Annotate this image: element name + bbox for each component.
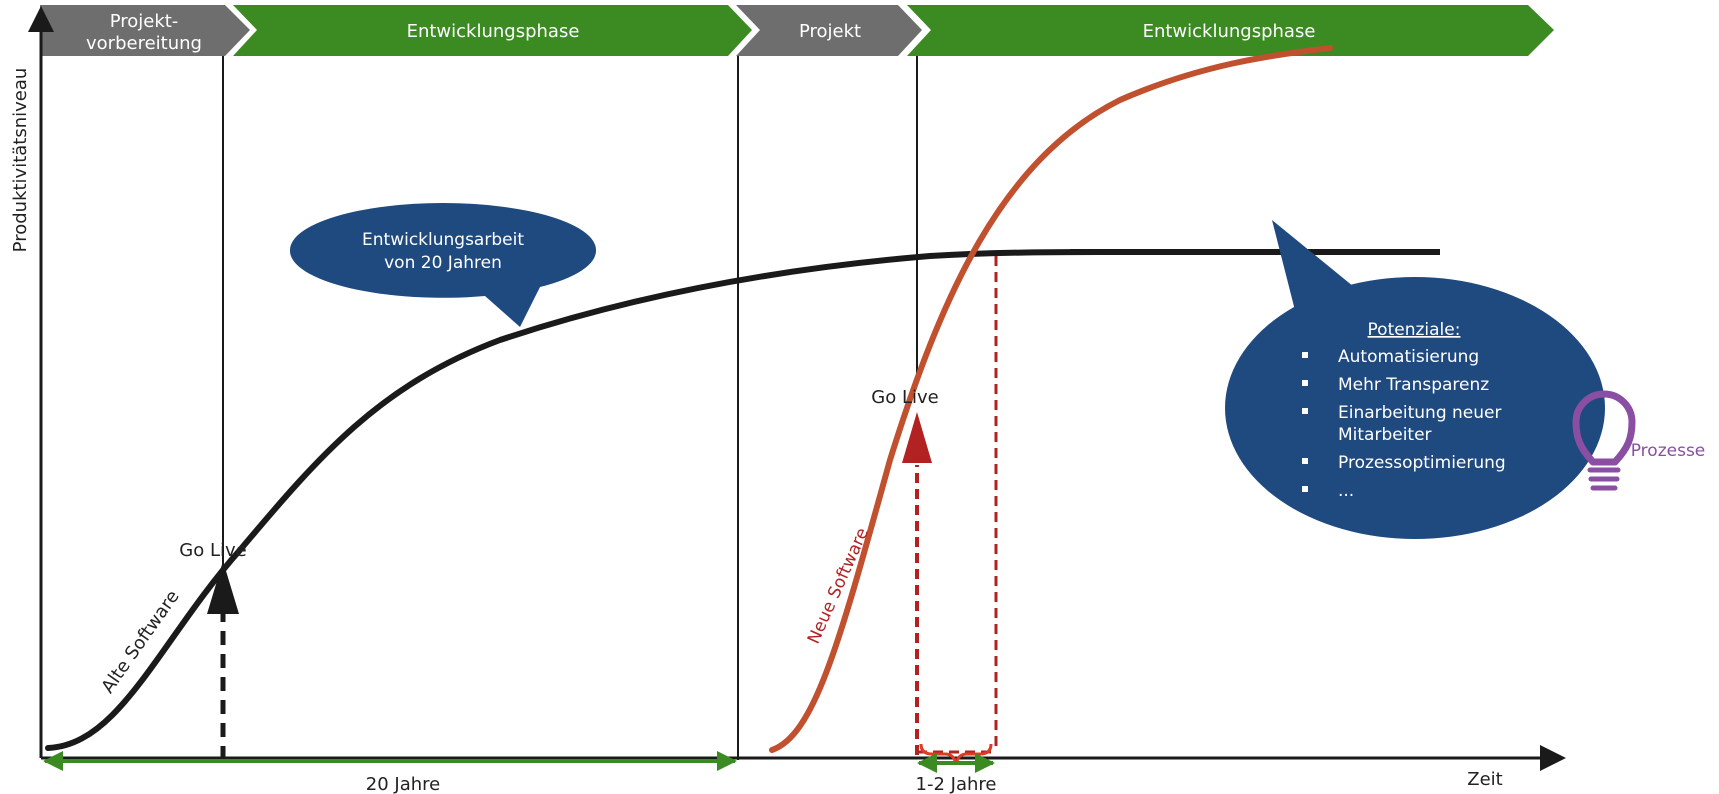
old-bubble-line2: von 20 Jahren bbox=[384, 253, 502, 273]
new-go-live-arrowhead bbox=[902, 412, 932, 463]
new-duration-label: 1-2 Jahre bbox=[916, 774, 997, 794]
old-software-curve bbox=[45, 249, 1103, 751]
lightbulb-icon bbox=[1572, 390, 1636, 491]
bullet-icon bbox=[1302, 408, 1308, 414]
x-axis-label: Zeit bbox=[1467, 769, 1502, 790]
potentials-bubble bbox=[1225, 277, 1605, 539]
old-software-group: Go Live Alte Software Entwicklungsarbeit… bbox=[43, 203, 1440, 794]
bullet-icon bbox=[1302, 458, 1308, 464]
phase-label-projektvorbereitung-1: Projekt- bbox=[110, 11, 179, 32]
axes: Produktivitätsniveau Zeit bbox=[10, 6, 1566, 790]
potentials-bubble-group: Potenziale: Automatisierung Mehr Transpa… bbox=[1225, 220, 1605, 539]
bullet-icon bbox=[1302, 380, 1308, 386]
bullet-icon bbox=[1302, 352, 1308, 358]
old-bubble-line1: Entwicklungsarbeit bbox=[362, 230, 524, 250]
phase-projekt bbox=[736, 5, 922, 56]
old-go-live-label: Go Live bbox=[179, 540, 246, 561]
potential-item-einarbeitung-1: Einarbeitung neuer bbox=[1338, 403, 1501, 423]
phase-projektvorbereitung bbox=[40, 5, 250, 56]
phase-label-entwicklungsphase-1: Entwicklungsphase bbox=[407, 21, 580, 42]
new-go-live-label: Go Live bbox=[871, 387, 938, 408]
phase-dividers bbox=[222, 56, 918, 760]
y-axis-arrowhead bbox=[28, 6, 54, 32]
y-axis-label: Produktivitätsniveau bbox=[10, 68, 31, 253]
bullet-icon bbox=[1302, 486, 1308, 492]
potential-item-automatisierung: Automatisierung bbox=[1338, 347, 1479, 367]
phase-entwicklungsphase-1 bbox=[233, 5, 752, 56]
x-axis-arrowhead bbox=[1540, 745, 1566, 771]
potentials-title: Potenziale: bbox=[1368, 320, 1461, 340]
old-go-live-arrowhead bbox=[207, 561, 239, 614]
phase-entwicklungsphase-2 bbox=[907, 5, 1554, 56]
potential-item-transparenz: Mehr Transparenz bbox=[1338, 375, 1489, 395]
potential-item-more: ... bbox=[1338, 481, 1354, 501]
new-software-curve bbox=[769, 45, 1333, 753]
phase-label-projektvorbereitung-2: vorbereitung bbox=[86, 33, 202, 54]
phase-banner: Projekt- vorbereitung Entwicklungsphase … bbox=[40, 5, 1554, 56]
potential-item-einarbeitung-2: Mitarbeiter bbox=[1338, 425, 1432, 445]
potential-item-prozessoptimierung: Prozessoptimierung bbox=[1338, 453, 1506, 473]
phase-label-entwicklungsphase-2: Entwicklungsphase bbox=[1143, 21, 1316, 42]
phase-label-projekt: Projekt bbox=[799, 21, 861, 42]
old-duration-label: 20 Jahre bbox=[366, 774, 440, 794]
old-software-bubble bbox=[289, 203, 597, 327]
process-label: Prozesse bbox=[1631, 441, 1706, 461]
